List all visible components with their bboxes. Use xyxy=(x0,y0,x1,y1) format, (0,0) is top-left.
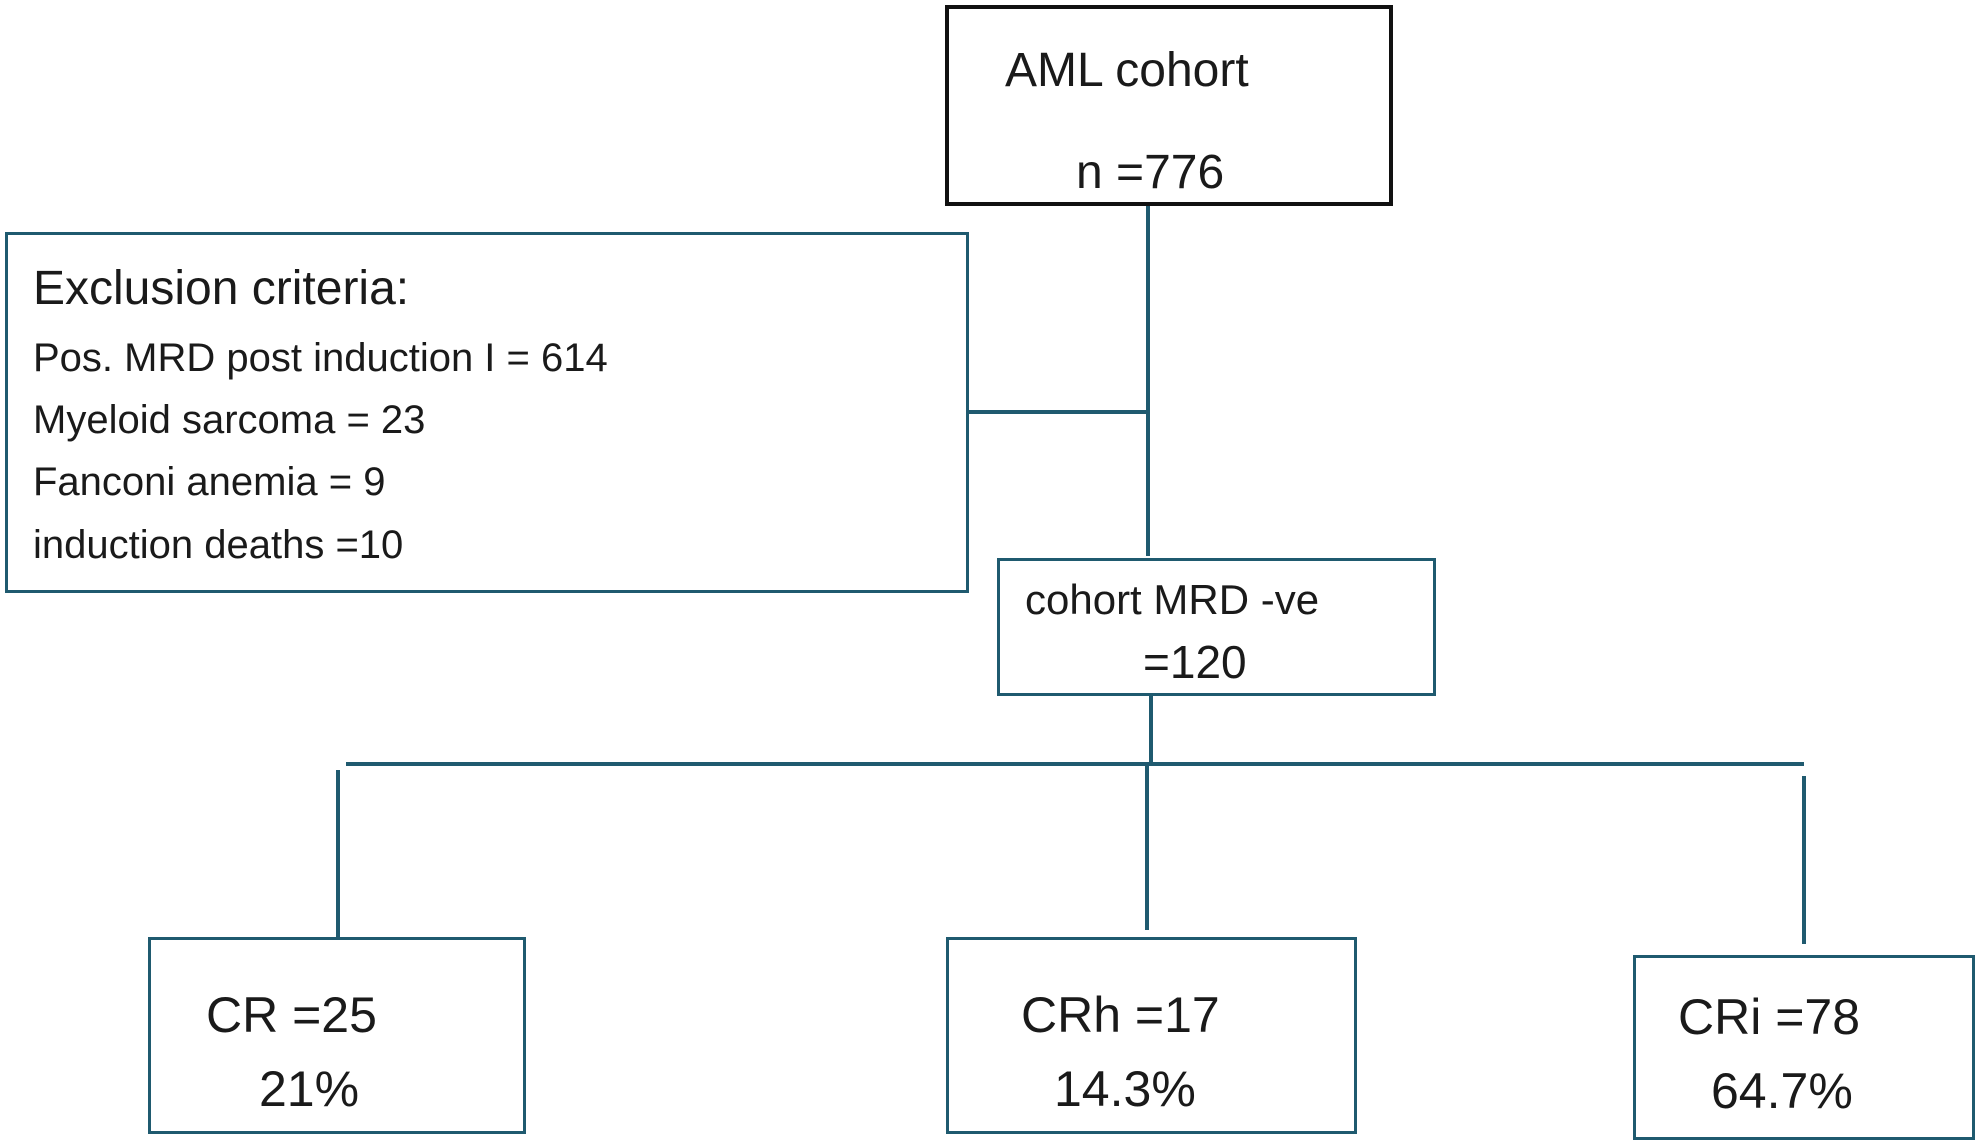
cr-percent: 21% xyxy=(259,1061,360,1117)
cri-label: CRi =78 xyxy=(1678,989,1861,1045)
connector-exclusion-branch xyxy=(966,410,1150,414)
exclusion-criteria-box: Exclusion criteria: Pos. MRD post induct… xyxy=(5,232,969,593)
aml-cohort-title: AML cohort xyxy=(1005,44,1249,97)
cri-percent: 64.7% xyxy=(1711,1063,1853,1119)
aml-cohort-count: n =776 xyxy=(1076,146,1225,199)
connector-to-cri xyxy=(1802,776,1806,944)
connector-mrd-down xyxy=(1149,696,1153,764)
mrd-negative-title: cohort MRD -ve xyxy=(1025,576,1320,623)
exclusion-item: Myeloid sarcoma = 23 xyxy=(33,398,426,442)
crh-outcome-box: CRh =17 14.3% xyxy=(946,937,1357,1134)
connector-to-crh xyxy=(1145,764,1149,930)
connector-cohort-to-mrd xyxy=(1146,204,1150,556)
cr-label: CR =25 xyxy=(206,987,377,1043)
connector-to-cr xyxy=(336,770,340,938)
mrd-negative-box: cohort MRD -ve =120 xyxy=(997,558,1436,696)
cri-outcome-box: CRi =78 64.7% xyxy=(1633,955,1975,1140)
connector-horizontal-bar xyxy=(346,762,1804,766)
exclusion-item: Pos. MRD post induction I = 614 xyxy=(33,336,608,380)
cr-outcome-box: CR =25 21% xyxy=(148,937,526,1134)
exclusion-item: Fanconi anemia = 9 xyxy=(33,460,386,504)
exclusion-heading: Exclusion criteria: xyxy=(33,262,410,315)
exclusion-item: induction deaths =10 xyxy=(33,523,404,567)
aml-cohort-box: AML cohort n =776 xyxy=(945,5,1393,206)
crh-percent: 14.3% xyxy=(1054,1061,1196,1117)
crh-label: CRh =17 xyxy=(1021,987,1220,1043)
mrd-negative-count: =120 xyxy=(1143,636,1247,688)
